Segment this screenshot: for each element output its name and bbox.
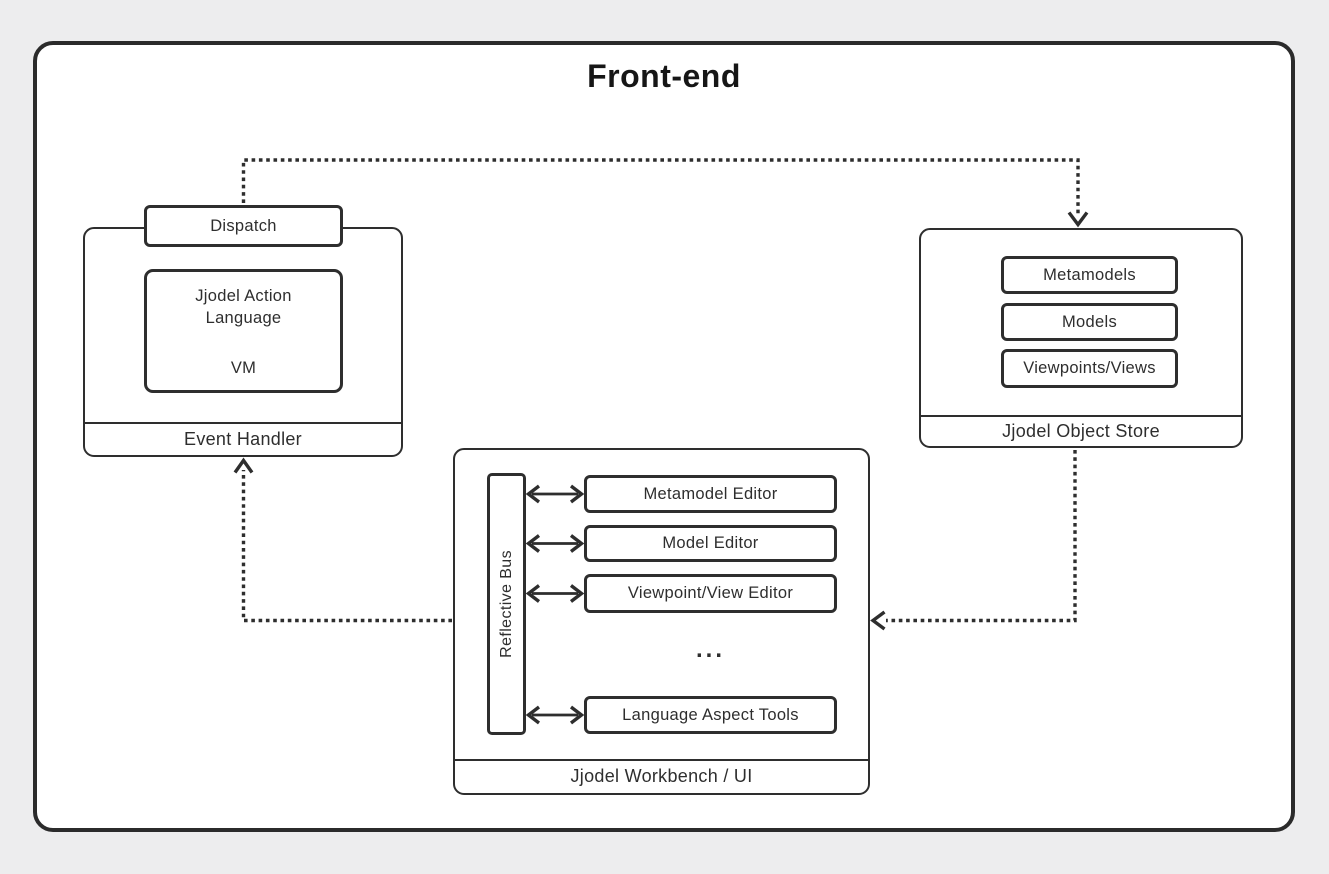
jjodel-action-language-vm-box: Jjodel Action Language VM	[144, 269, 343, 393]
metamodels-box: Metamodels	[1001, 256, 1178, 294]
metamodel-editor-box: Metamodel Editor	[584, 475, 837, 513]
vm-line-2: Language	[205, 309, 282, 327]
vm-line-3: VM	[230, 359, 257, 377]
metamodels-label: Metamodels	[1043, 265, 1136, 284]
language-aspect-tools-label: Language Aspect Tools	[622, 705, 799, 724]
model-editor-label: Model Editor	[662, 534, 759, 552]
language-aspect-tools-box: Language Aspect Tools	[584, 696, 837, 734]
event-handler-label: Event Handler	[85, 421, 401, 456]
metamodel-editor-label: Metamodel Editor	[643, 484, 778, 503]
editors-ellipsis: ...	[695, 636, 725, 663]
diagram-title: Front-end	[587, 58, 741, 94]
viewpoints-views-label: Viewpoints/Views	[1023, 359, 1156, 377]
models-box: Models	[1001, 303, 1178, 341]
reflective-bus-label: Reflective Bus	[497, 550, 515, 658]
dispatch-label: Dispatch	[210, 216, 277, 235]
reflective-bus-box: Reflective Bus	[487, 473, 526, 735]
object-store-label: Jjodel Object Store	[921, 414, 1241, 447]
workbench-label: Jjodel Workbench / UI	[455, 758, 868, 794]
viewpoint-view-editor-box: Viewpoint/View Editor	[584, 574, 837, 613]
models-label: Models	[1062, 312, 1117, 331]
model-editor-box: Model Editor	[584, 525, 837, 562]
vm-line-1: Jjodel Action	[195, 287, 292, 305]
dispatch-box: Dispatch	[144, 205, 343, 247]
viewpoints-views-box: Viewpoints/Views	[1001, 349, 1178, 388]
viewpoint-view-editor-label: Viewpoint/View Editor	[627, 584, 794, 602]
